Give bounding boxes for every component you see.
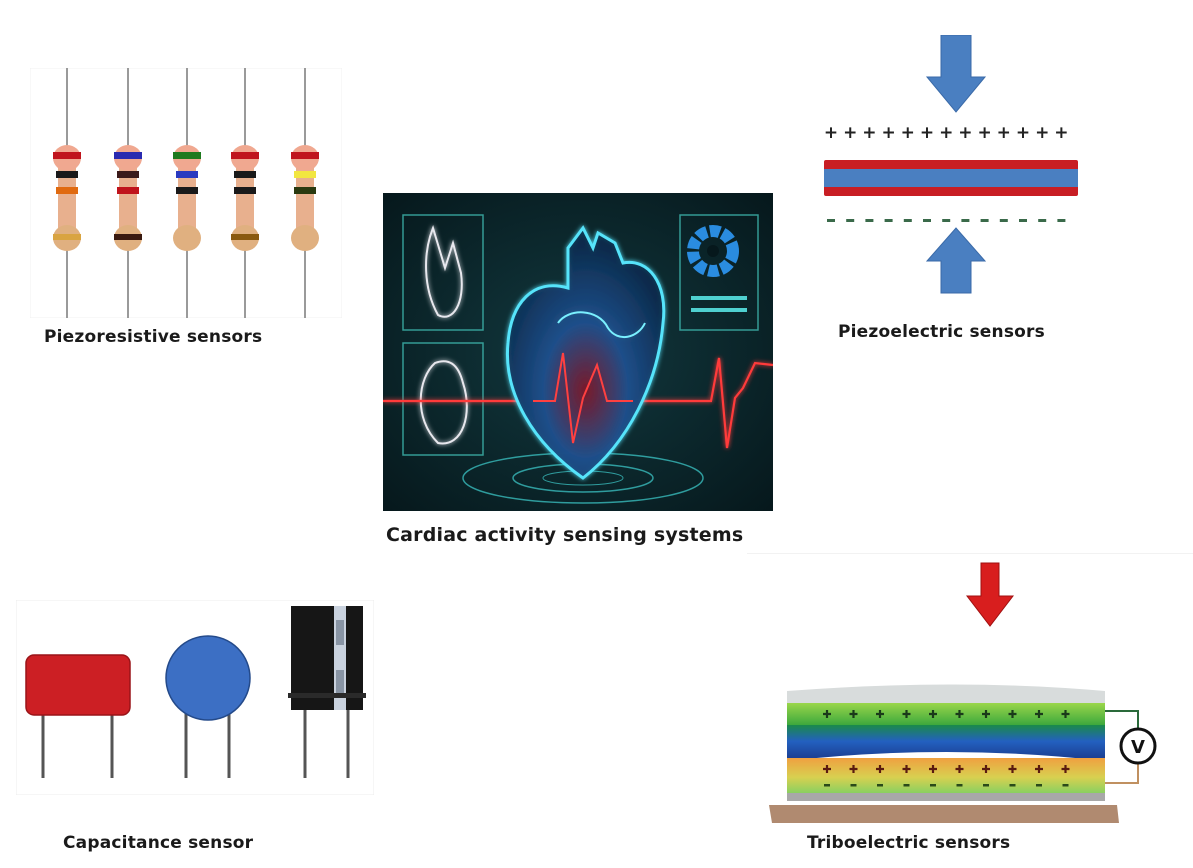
minus-charge (956, 784, 963, 787)
cardiac-caption: Cardiac activity sensing systems (386, 524, 744, 546)
plus-sign: + (958, 123, 972, 143)
charges-bottom (823, 765, 1070, 787)
minus-sign (827, 219, 835, 222)
minus-charge (903, 784, 910, 787)
minus-charge (1036, 784, 1042, 787)
negative-charges (827, 219, 1066, 222)
plus-charge (849, 765, 858, 773)
plus-charge (823, 765, 831, 773)
minus-sign (961, 219, 970, 222)
plus-charge (902, 765, 911, 773)
down-force-arrow-icon (925, 35, 987, 113)
plus-charge (929, 710, 937, 718)
minus-charge (877, 784, 883, 787)
minus-sign (846, 219, 855, 222)
voltmeter-label: V (1131, 737, 1145, 758)
up-force-arrow-icon (925, 227, 987, 294)
plus-charge (1035, 765, 1043, 773)
plus-sign: + (920, 123, 934, 143)
holographic-heart-illustration (383, 193, 773, 511)
minus-sign (865, 219, 874, 222)
plus-sign: + (1054, 123, 1068, 143)
positive-charges-top (823, 710, 1070, 718)
plus-charge (982, 710, 990, 718)
plus-sign: + (1016, 123, 1030, 143)
triboelectric-caption: Triboelectric sensors (807, 833, 1011, 853)
positive-charges: +++++++++++++ (824, 123, 1069, 143)
dielectric-gap (787, 725, 1105, 761)
plus-sign: + (997, 123, 1011, 143)
capacitance-panel (16, 600, 374, 795)
plus-charge (902, 710, 911, 718)
minus-sign (1019, 219, 1027, 222)
piezoelectric-panel: +++++++++++++ (815, 35, 1085, 305)
plus-sign: + (1035, 123, 1049, 143)
resistor-icon (173, 68, 201, 318)
plus-charge (1008, 765, 1017, 773)
plus-charge (876, 710, 884, 718)
plus-sign: + (939, 123, 953, 143)
electrolytic-capacitor-icon (288, 606, 366, 778)
heart-shape (505, 225, 666, 480)
inner-layer (824, 169, 1078, 187)
voltmeter-icon (1119, 727, 1157, 765)
plus-charge (982, 765, 990, 773)
left-hud-frame-top (402, 214, 484, 456)
capacitors-illustration (16, 600, 374, 795)
ceramic-capacitor-icon (165, 635, 251, 778)
piezoresistive-caption: Piezoresistive sensors (44, 327, 263, 347)
plus-charge (876, 765, 884, 773)
minus-charge (850, 784, 857, 787)
plus-charge (1035, 710, 1043, 718)
plus-charge (955, 710, 964, 718)
minus-sign (1038, 219, 1047, 222)
plus-sign: + (901, 123, 915, 143)
capacitance-caption: Capacitance sensor (63, 833, 254, 853)
cardiac-image (383, 193, 773, 511)
resistors-illustration (30, 68, 342, 318)
down-force-arrow-icon (965, 562, 1015, 627)
plus-charge (1061, 710, 1070, 718)
minus-sign (942, 219, 951, 222)
resistor-icon (53, 68, 81, 318)
minus-sign (980, 219, 989, 222)
piezoelectric-caption: Piezoelectric sensors (838, 322, 1045, 342)
triboelectric-illustration: V (747, 553, 1193, 823)
plus-sign: + (843, 123, 857, 143)
plus-sign: + (977, 123, 991, 143)
donut-chart-icon (687, 225, 739, 277)
minus-sign (999, 219, 1008, 222)
minus-sign (923, 219, 931, 222)
resistor-icon (291, 68, 319, 318)
plus-charge (929, 765, 937, 773)
minus-charge (824, 784, 830, 787)
minus-charge (930, 784, 936, 787)
plus-sign: + (824, 123, 838, 143)
minus-charge (983, 784, 989, 787)
film-capacitor-icon (25, 654, 131, 778)
resistor-icon (114, 68, 142, 318)
plus-charge (1061, 765, 1070, 773)
piezoresistive-panel (30, 68, 342, 318)
plus-charge (823, 710, 831, 718)
plus-charge (1008, 710, 1017, 718)
minus-sign (903, 219, 912, 222)
plus-sign: + (862, 123, 876, 143)
minus-charge (1062, 784, 1069, 787)
plus-charge (955, 765, 964, 773)
minus-sign (1057, 219, 1066, 222)
triboelectric-panel: V (747, 553, 1193, 823)
plus-sign: + (881, 123, 895, 143)
piezoelectric-illustration: +++++++++++++ (824, 35, 1078, 294)
resistor-icon (231, 68, 259, 318)
minus-charge (1009, 784, 1016, 787)
minus-sign (884, 219, 893, 222)
plus-charge (849, 710, 858, 718)
